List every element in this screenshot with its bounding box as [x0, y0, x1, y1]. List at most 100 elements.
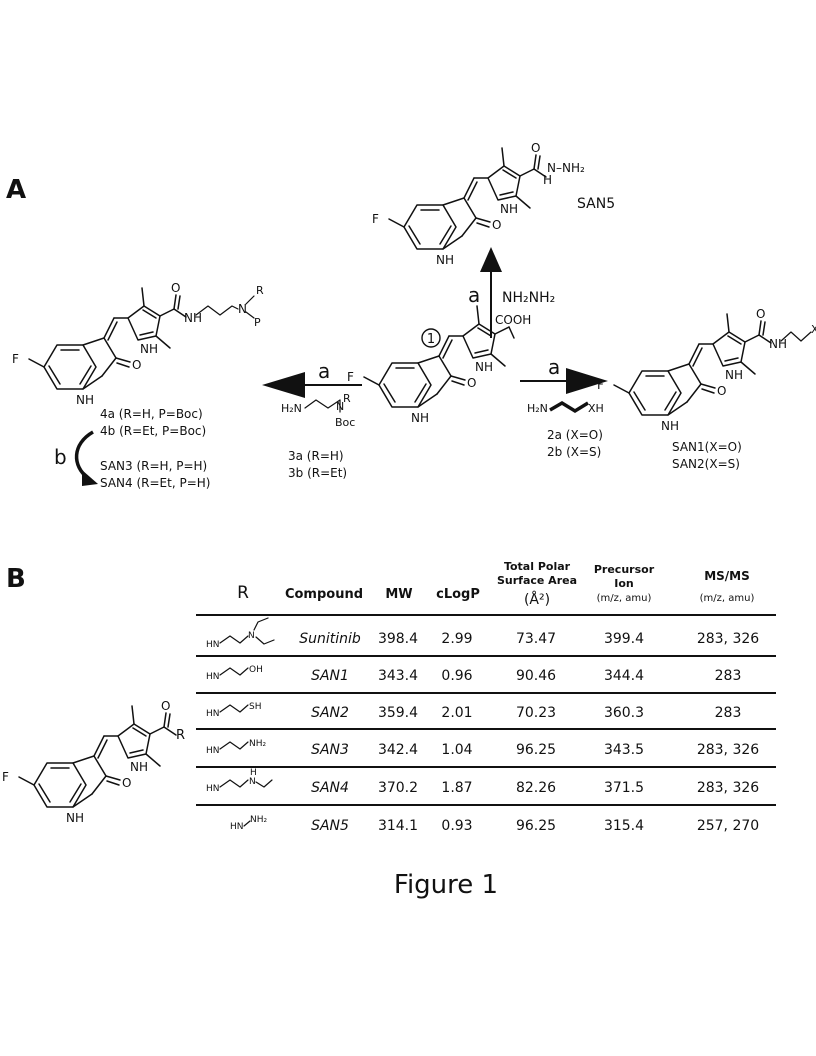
cell-clogp: 2.01: [441, 705, 472, 721]
r-group-sunitinib: HN N: [206, 617, 275, 650]
cell-tpsa: 70.23: [516, 705, 556, 721]
reagent-h2n: H₂N: [281, 402, 302, 415]
r-n: N: [248, 631, 255, 641]
right-reagent: H₂N XH: [527, 400, 604, 415]
cell-tpsa: 73.47: [516, 631, 556, 647]
amide-oxygen: O: [161, 699, 170, 713]
table-row: SAN5 314.1 0.93 96.25 315.4 257, 270: [311, 818, 759, 834]
cell-tpsa: 90.46: [516, 668, 556, 684]
table-header: R Compound MW cLogP Total Polar Surface …: [237, 560, 754, 608]
product-p-label: P: [254, 316, 261, 329]
product-4b: 4b (R=Et, P=Boc): [100, 424, 206, 438]
arrow-b: [74, 430, 98, 486]
panel-a-label: A: [6, 175, 26, 205]
terminal-n: N: [238, 302, 247, 316]
r-hn: HN: [206, 709, 220, 719]
r-hn: HN: [206, 672, 220, 682]
carbonyl-oxygen: O: [717, 384, 726, 398]
arrow-up: [480, 247, 502, 338]
figure-caption: Figure 1: [394, 870, 498, 900]
carbonyl-oxygen: O: [492, 218, 501, 232]
header-precursor-2: Ion: [614, 577, 633, 590]
lactam-nh: NH: [436, 253, 454, 267]
reagent-n: N: [336, 400, 344, 413]
cell-precursor: 343.5: [604, 742, 644, 758]
r-nh2: NH₂: [250, 815, 268, 825]
r-group-san1: HN OH: [206, 665, 263, 682]
product-xh: XH: [811, 323, 816, 336]
carbonyl-oxygen: O: [467, 376, 476, 390]
amide-oxygen: O: [531, 141, 540, 155]
cell-mw: 314.1: [378, 818, 418, 834]
cell-msms: 283: [715, 705, 742, 721]
cell-mw: 343.4: [378, 668, 418, 684]
reagent-2b: 2b (X=S): [547, 445, 601, 459]
product-4a: 4a (R=H, P=Boc): [100, 407, 203, 421]
cell-precursor: 399.4: [604, 631, 644, 647]
pyrrole-nh: NH: [130, 760, 148, 774]
amide-nh: NH: [769, 337, 787, 351]
cell-compound: SAN5: [311, 818, 349, 834]
reagent-h2n: H₂N: [527, 402, 548, 415]
right-product-structure: F O NH NH O NH XH: [597, 307, 816, 433]
header-msms-1: MS/MS: [704, 569, 750, 583]
header-precursor-1: Precursor: [594, 563, 655, 576]
cell-compound: SAN3: [311, 742, 349, 758]
arrow-right: [520, 368, 608, 394]
cell-msms: 283, 326: [697, 742, 759, 758]
product-san2: SAN2(X=S): [672, 457, 740, 471]
table-body: Sunitinib 398.4 2.99 73.47 399.4 283, 32…: [299, 631, 759, 834]
cell-precursor: 344.4: [604, 668, 644, 684]
pyrrole-nh: NH: [475, 360, 493, 374]
cell-msms: 257, 270: [697, 818, 759, 834]
r-oh: OH: [249, 665, 263, 675]
reagent-3a: 3a (R=H): [288, 449, 344, 463]
cell-tpsa: 82.26: [516, 780, 556, 796]
fluoro-atom: F: [372, 212, 379, 226]
header-msms-2: (m/z, amu): [700, 593, 755, 604]
r-sh: SH: [249, 702, 261, 712]
cell-mw: 342.4: [378, 742, 418, 758]
arrow-up-letter: a: [468, 283, 480, 307]
left-product-structure: F O NH NH O NH N R P: [12, 281, 264, 407]
r-hn: HN: [206, 640, 220, 650]
product-san4: SAN4 (R=Et, P=H): [100, 476, 210, 490]
hydrazide-label: N–NH₂: [547, 161, 585, 175]
reagent-xh: XH: [588, 402, 604, 415]
product-san3: SAN3 (R=H, P=H): [100, 459, 207, 473]
cell-msms: 283, 326: [697, 780, 759, 796]
lactam-nh: NH: [661, 419, 679, 433]
r-group-san4: HN H N: [206, 768, 273, 794]
amide-oxygen: O: [171, 281, 180, 295]
cell-msms: 283: [715, 668, 742, 684]
r-hn: HN: [230, 822, 244, 832]
general-core-structure: F O NH NH O R: [2, 699, 185, 825]
header-clogp: cLogP: [436, 587, 480, 602]
lactam-nh: NH: [66, 811, 84, 825]
r-h: H: [250, 768, 257, 778]
r-group-san2: HN SH: [206, 702, 261, 719]
table-row: SAN1 343.4 0.96 90.46 344.4 283: [311, 668, 741, 684]
header-tpsa-2: Surface Area: [497, 574, 577, 587]
cell-compound: Sunitinib: [299, 631, 361, 647]
r-hn: HN: [206, 746, 220, 756]
compound-number-circle: [421, 328, 441, 348]
starting-compound-1: F O NH NH COOH: [347, 305, 531, 425]
table-row: Sunitinib 398.4 2.99 73.47 399.4 283, 32…: [299, 631, 759, 647]
cell-clogp: 2.99: [441, 631, 472, 647]
cell-compound: SAN1: [311, 668, 349, 684]
panel-b-label: B: [6, 564, 26, 594]
r-n: N: [249, 777, 256, 787]
cell-mw: 370.2: [378, 780, 418, 796]
pyrrole-nh: NH: [500, 202, 518, 216]
table-row: SAN4 370.2 1.87 82.26 371.5 283, 326: [311, 780, 759, 796]
carbonyl-oxygen: O: [132, 358, 141, 372]
header-compound: Compound: [285, 587, 363, 602]
cell-clogp: 1.04: [441, 742, 472, 758]
fluoro-atom: F: [597, 378, 604, 392]
fluoro-atom: F: [12, 352, 19, 366]
product-r-label: R: [256, 284, 264, 297]
arrow-left: [262, 372, 362, 398]
cell-clogp: 0.96: [441, 668, 472, 684]
